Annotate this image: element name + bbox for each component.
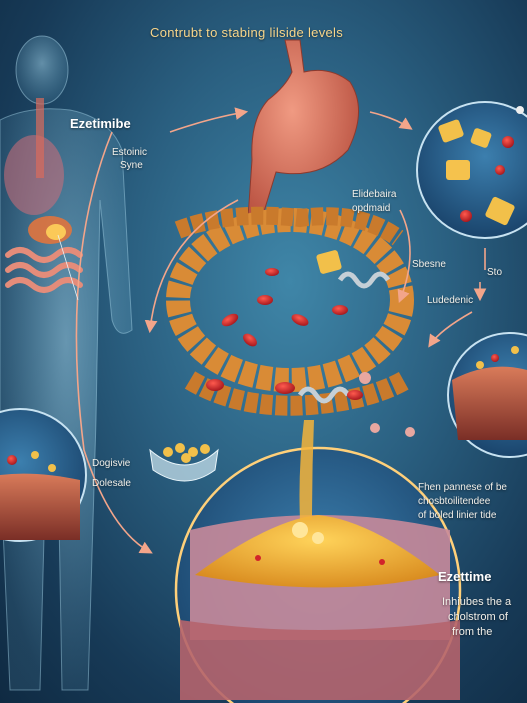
label-syne: Syne [120,160,143,171]
label-sbesne: Sbesne [412,259,446,270]
label-ezetimibe: Ezetimibe [70,116,131,131]
flow-arrows [75,107,487,554]
intestine-inset-bottom [174,446,462,703]
label-inhibes-3: from the [452,626,493,638]
label-inhibes-2: cholstrom of [448,611,508,623]
tissue-inset-right [447,332,527,458]
label-estoinic: Estoinic [112,147,148,158]
label-fhepanoe-3: of boled linier tide [418,510,497,521]
powder-stream [299,420,314,520]
label-elidebaira: Elidebaira [352,189,397,200]
pointer-line [57,234,79,301]
human-figure [0,35,133,691]
label-ludedenic: Ludedenic [427,295,474,306]
intestine-chain [166,206,414,416]
helix-strand [337,271,391,289]
stomach [247,39,359,219]
label-dogisvie: Dogisvie [92,458,131,469]
label-dolesale: Dolesale [92,478,131,489]
label-sto: Sto [487,267,503,278]
tissue-inset-left [0,408,87,542]
molecule-inset-top-right [416,101,527,239]
label-inhibes-1: Inhiubes the a [442,596,512,608]
cholesterol-block [316,250,342,274]
label-opdmaid: opdmaid [352,203,391,214]
helix-strand-2 [297,386,351,404]
capsule-bowl [149,443,219,482]
label-ezetime: Ezettime [438,569,492,584]
diagram-title: Contrubt to stabing lilside levels [150,25,344,40]
label-fhepanoe-1: Fhen pannese of be [418,482,507,493]
label-fhepanoe-2: chosbtoilitendee [418,496,491,507]
red-cells [206,268,415,437]
